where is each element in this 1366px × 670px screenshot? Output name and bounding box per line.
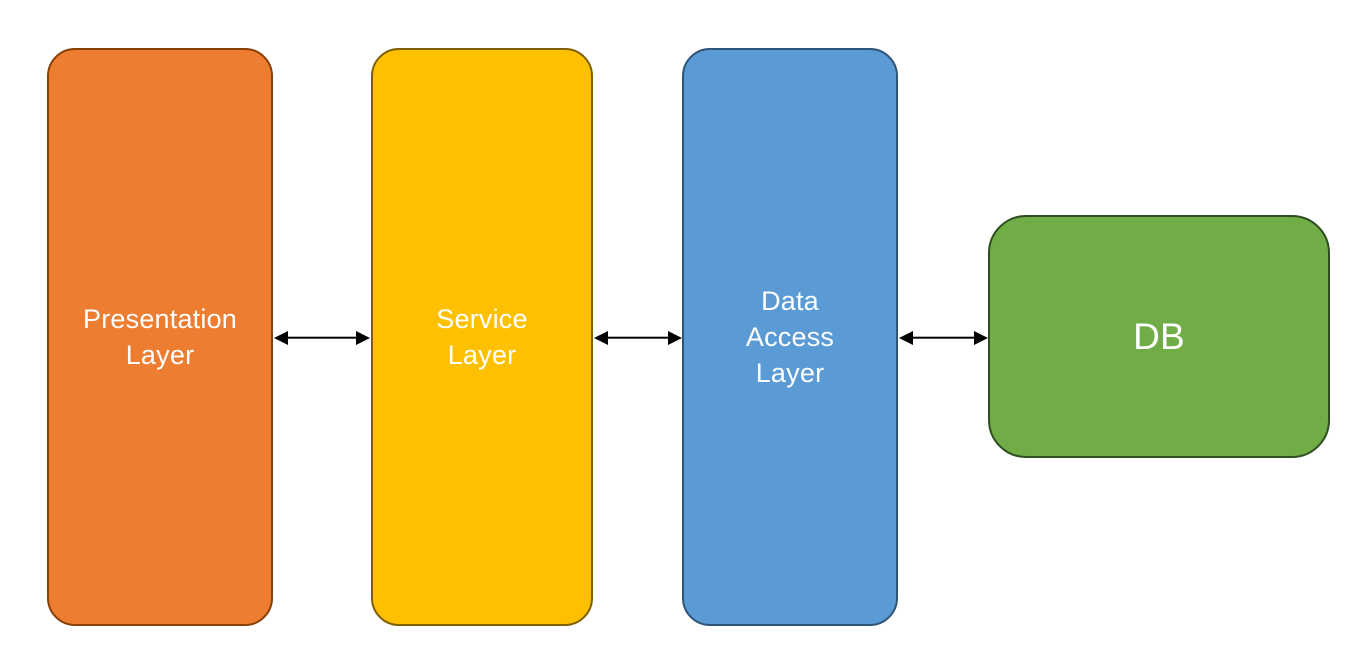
arrow-shaft <box>283 336 361 339</box>
double-arrow-service-dataaccess <box>594 330 682 345</box>
service-layer-label: Service Layer <box>436 304 528 370</box>
node-data-access-layer: Data Access Layer <box>682 48 898 626</box>
presentation-layer-label: Presentation Layer <box>83 304 237 370</box>
double-arrow-dataaccess-db <box>899 330 988 345</box>
data-access-layer-label: Data Access Layer <box>745 286 835 388</box>
arrow-shaft <box>603 336 673 339</box>
double-arrow-presentation-service <box>274 330 370 345</box>
node-service-layer: Service Layer <box>371 48 593 626</box>
arrow-shaft <box>908 336 979 339</box>
node-presentation-layer: Presentation Layer <box>47 48 273 626</box>
db-label: DB <box>1133 315 1185 357</box>
node-db: DB <box>988 215 1330 458</box>
